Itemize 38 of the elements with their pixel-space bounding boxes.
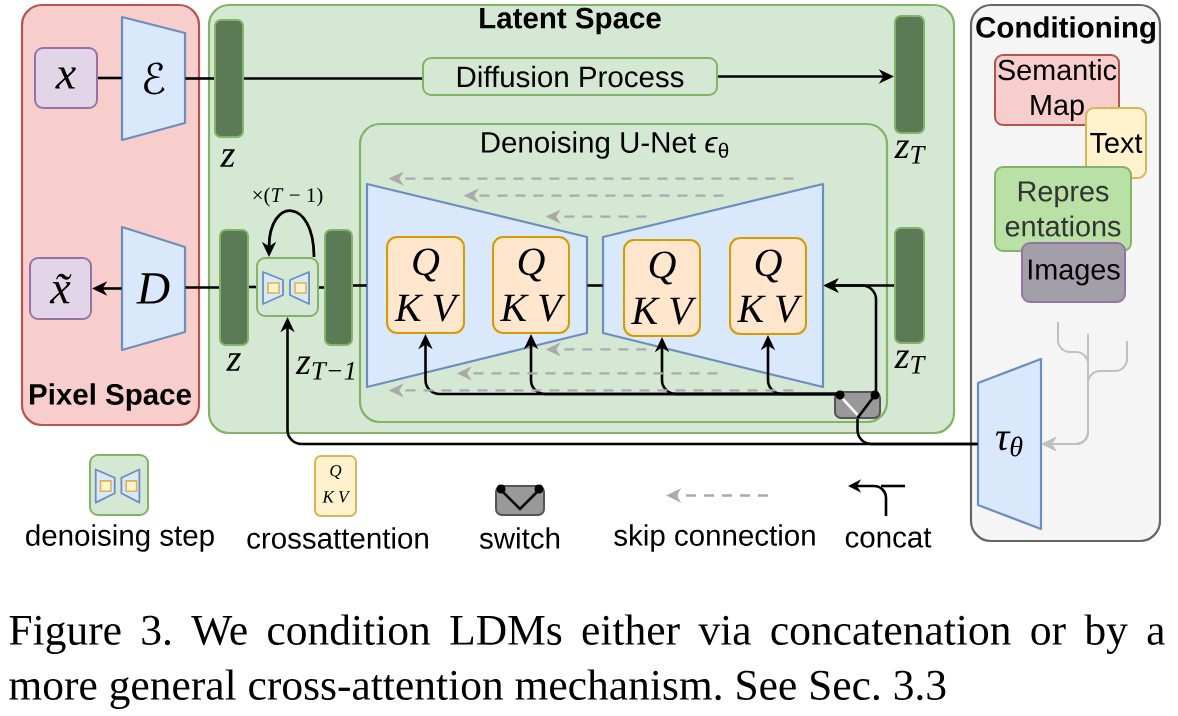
bar-label: z [220, 149, 235, 167]
line [587, 284, 603, 287]
crossattention-box: Q K V [729, 237, 807, 335]
crossattention-box: Q K V [492, 236, 570, 334]
crossattention-box: Q K V [386, 236, 465, 334]
decoder-trapezoid: D [120, 225, 187, 352]
legend-label: crossattention [247, 527, 428, 549]
latent-bar [894, 15, 925, 134]
legend-label: concat [845, 528, 932, 548]
caption: Figure 3. We condition LDMs either via concatenation or by a more general cross-attention mechanism. See Sec. 3.3 [9, 614, 1165, 709]
line [98, 76, 122, 80]
latent-bar [219, 229, 249, 346]
latent-bar [214, 19, 244, 138]
line [185, 77, 214, 80]
bar-label: z$_{T}$ [894, 350, 926, 374]
condition-box: Semantic Map [994, 54, 1120, 126]
switch [834, 390, 881, 419]
denoising-step-box [256, 257, 319, 317]
line [319, 286, 324, 289]
bar-label: z$_{T−1}$ [295, 356, 355, 380]
condition-box: Images [1021, 242, 1126, 303]
output-box: x̃ [29, 257, 92, 320]
latent-bar [894, 227, 925, 344]
bar-label: z [226, 353, 241, 371]
line [244, 77, 422, 80]
process-box: Diffusion Process [422, 57, 718, 96]
legend-label: switch [479, 527, 560, 549]
line [249, 285, 256, 289]
latent-bar [324, 229, 353, 346]
bar-label: z$_{T}$ [894, 140, 926, 164]
edge-label: ×(T − 1) [253, 187, 323, 207]
line [353, 284, 367, 287]
legend-label: skip connection [614, 524, 815, 552]
input-box: x [34, 47, 98, 109]
crossattention-box: Q K V [623, 239, 701, 337]
condition-box: Repres entations [994, 166, 1132, 252]
line [185, 286, 219, 289]
legend-label: denoising step [26, 524, 214, 552]
